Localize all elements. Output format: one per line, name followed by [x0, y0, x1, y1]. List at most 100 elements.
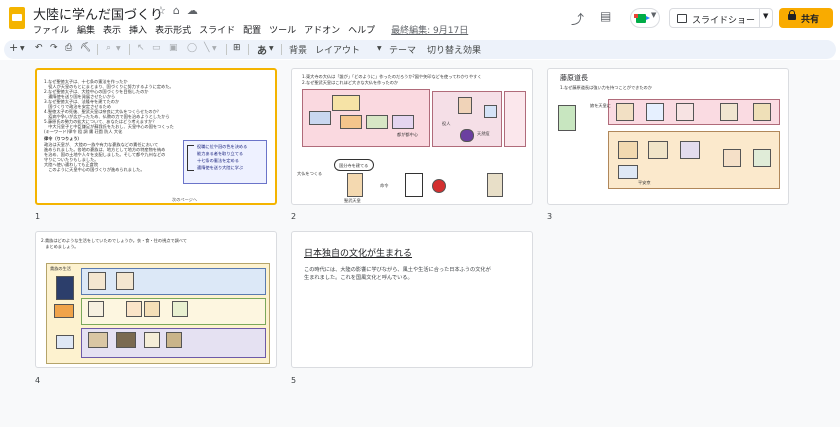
new-slide-chevron-icon[interactable]: ▼ [20, 45, 25, 52]
clothing-row [81, 268, 266, 295]
slide-text-line: 進められました。各地の豪族は、地方として地方の特産物を納め [44, 147, 166, 152]
slide-text-line: 遣隋使を送り国を発展させたいから [44, 94, 116, 99]
menu-addons[interactable]: アドオン [304, 26, 341, 36]
slide-body-line: 生まれました。これを国風文化と呼んでいる。 [304, 275, 413, 281]
slide-text-line: 律令（りつりょう） [44, 136, 82, 141]
callout-line: 役職に位や冠の色を決める [197, 144, 248, 149]
next-page-note: 次のページへ [172, 197, 198, 202]
diagram-label: 大仏をつくる [297, 171, 323, 176]
diagram-label: 平安京 [638, 180, 651, 185]
new-slide-plus-icon[interactable]: + [9, 41, 19, 54]
slide-text-line: (キーワード)律令 租 調 庸 荘園 防人 大化 [44, 129, 123, 134]
question-line: まとめましょう。 [41, 244, 79, 249]
people-image [309, 111, 331, 125]
menu-slide[interactable]: スライド [199, 26, 236, 36]
input-tools-icon[interactable]: あ [257, 46, 267, 57]
slide-text-line: 守りについたりもしました。 [44, 157, 99, 162]
menu-edit[interactable]: 編集 [77, 26, 96, 36]
portrait-image [646, 103, 664, 121]
portrait-image [753, 149, 771, 167]
slide-thumbnail-1[interactable]: 1.なぜ聖徳太子は、十七条の憲法を作ったか 役人が天皇のもとにまとまり、国づくり… [35, 68, 277, 205]
slide-thumbnail-2[interactable]: 1.東大寺の大仏は「誰が」「どのように」作ったのだろうか?図や矢印などを使ってわ… [291, 68, 533, 205]
background-button[interactable]: 背景 [289, 46, 308, 56]
toolbar-divider [97, 44, 98, 55]
select-cursor-icon[interactable]: ↖ [137, 43, 145, 53]
menu-arrange[interactable]: 配置 [243, 26, 262, 36]
transition-button[interactable]: 切り替え効果 [427, 46, 482, 56]
undo-icon[interactable]: ↶ [35, 43, 43, 53]
app-header: 大陸に学んだ国づくり ☆ ⌂ ☁ ファイル 編集 表示 挿入 表示形式 スライド 配… [0, 0, 840, 40]
print-icon[interactable]: ⎙ [65, 43, 73, 53]
theme-button[interactable]: テーマ [389, 46, 417, 56]
portrait-image [680, 141, 700, 159]
cloud-status-icon[interactable]: ☁ [186, 4, 198, 17]
comment-icon[interactable]: ▤ [600, 9, 612, 23]
last-edit-link[interactable]: 最終編集: 9月17日 [391, 26, 469, 36]
menu-help[interactable]: ヘルプ [348, 26, 376, 36]
zoom-icon[interactable]: ⌕ [106, 43, 112, 53]
slide-text-line: 中大兄皇子と中臣鎌足が蘇我氏をたおし、天皇中心の国をつくった [44, 124, 174, 129]
shape-icon[interactable]: ◯ [187, 43, 198, 53]
layout-button[interactable]: レイアウト [315, 46, 361, 56]
textbox-icon[interactable]: ▭ [152, 43, 161, 53]
folder-icon[interactable]: ⌂ [172, 4, 180, 17]
epidemic-image [432, 179, 446, 193]
menu-file[interactable]: ファイル [33, 26, 70, 36]
clothing-image [116, 272, 134, 290]
line-chevron-icon[interactable]: ▼ [212, 45, 217, 52]
slide-number: 2 [291, 212, 297, 221]
japan-map-image [405, 173, 423, 197]
input-tools-chevron-icon[interactable]: ▼ [269, 45, 274, 52]
emperor-label: 聖武天皇 [344, 198, 361, 203]
callout-line: 遣隋使を送り大陸に学ぶ [197, 165, 244, 170]
slide-text-line: 役人が天皇のもとにまとまり、国づくりに努力するように定めた。 [44, 84, 174, 89]
meet-button[interactable]: ▼ [630, 8, 660, 28]
speech-text: 国分寺を建てる [339, 163, 369, 168]
star-icon[interactable]: ☆ [156, 4, 166, 17]
slide-text-line: 5.藤原氏の勢力の拡大について、あなたはどう考えますか？ [44, 119, 157, 124]
slideshow-options-chevron-icon[interactable]: ▼ [763, 12, 769, 20]
document-title[interactable]: 大陸に学んだ国づくり [33, 8, 164, 23]
food-image [126, 301, 142, 317]
menu-tools[interactable]: ツール [269, 26, 297, 36]
zoom-chevron-icon[interactable]: ▼ [116, 45, 121, 52]
activity-trend-icon[interactable]: ⤴ [571, 13, 585, 28]
diagram-label: 娘を天皇に [590, 103, 611, 108]
diagram-label: 都が都中心 [397, 132, 418, 137]
diagram-area-cream [608, 131, 780, 189]
slide-thumbnail-5[interactable]: 日本独自の文化が生まれる この時代には、大陸の影響に学びながら、風土や生活に合っ… [291, 231, 533, 368]
diagram-area-pink [608, 99, 780, 125]
slideshow-label: スライドショー [692, 16, 756, 26]
share-button[interactable]: 共有 [779, 8, 833, 28]
portrait-image [753, 103, 771, 121]
slide-title: 藤原道長 [560, 74, 588, 82]
layout-chevron-icon[interactable]: ▼ [377, 45, 382, 52]
slides-logo-icon[interactable] [9, 7, 25, 29]
food-image [88, 301, 104, 317]
menu-format[interactable]: 表示形式 [155, 26, 192, 36]
slide-thumbnail-3[interactable]: 藤原道長 1.なぜ藤原道長は強い力を持つことができたのか 娘を天皇に 平安京 [547, 68, 789, 205]
house-image [88, 332, 108, 348]
slide-number: 5 [291, 376, 297, 385]
slideshow-button[interactable]: スライドショー ▼ [669, 8, 773, 28]
menu-view[interactable]: 表示 [103, 26, 122, 36]
line-icon[interactable]: ╲ [204, 43, 210, 53]
redo-icon[interactable]: ↷ [50, 43, 58, 53]
insert-comment-icon[interactable]: ⊞ [233, 43, 241, 53]
callout-line: 十七条の憲法を定める [197, 158, 239, 163]
portrait-image [616, 103, 634, 121]
paint-format-icon[interactable]: ⛏ [80, 43, 92, 53]
official-image [484, 105, 497, 118]
food-image [172, 301, 188, 317]
house-image [144, 332, 160, 348]
slide-text-line: 4.聖徳太子の死後、聖武天皇は奈良に大仏をつくらせたのか？ [44, 109, 161, 114]
slide-text-line: 3.なぜ聖徳太子は、法隆寺を建てたのか [44, 99, 120, 104]
question-line: 2.貴族はどのような生活をしていたのでしょうか。衣・食・住の視点で調べて [41, 238, 187, 243]
menu-insert[interactable]: 挿入 [129, 26, 148, 36]
slide-body-line: この時代には、大陸の影響に学びながら、風土や生活に合った日本ふうの文化が [304, 267, 491, 273]
toolbar: + ▼ ↶ ↷ ⎙ ⛏ ⌕ ▼ ↖ ▭ ▣ ◯ ╲ ▼ ⊞ あ ▼ 背景 レイア… [4, 40, 836, 59]
food-image [54, 304, 74, 318]
virus-image [460, 129, 474, 142]
slide-thumbnail-4[interactable]: 2.貴族はどのような生活をしていたのでしょうか。衣・食・住の視点で調べて まとめ… [35, 231, 277, 368]
image-icon[interactable]: ▣ [169, 43, 178, 53]
